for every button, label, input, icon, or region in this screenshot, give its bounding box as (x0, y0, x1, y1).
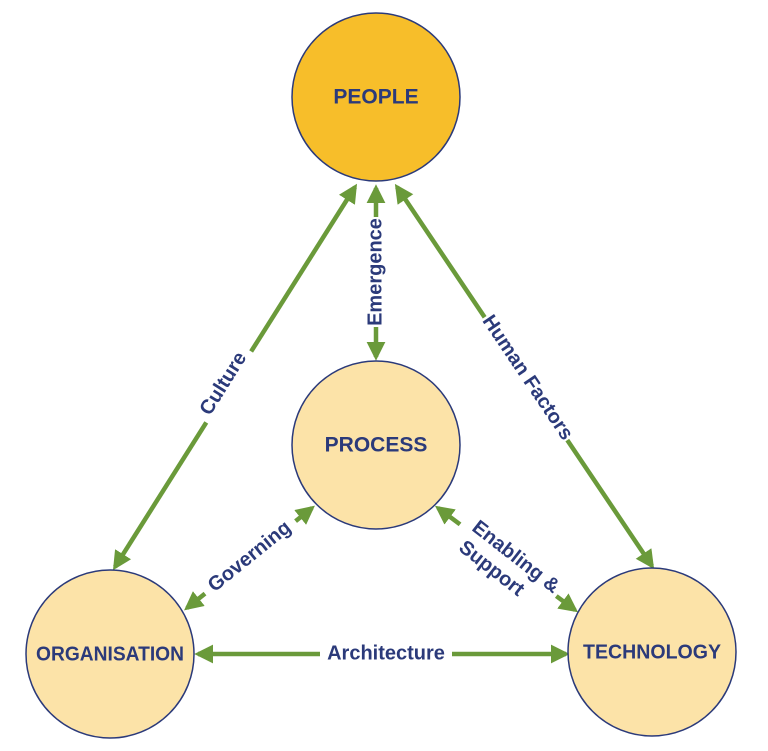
node-people-label: PEOPLE (333, 86, 418, 109)
label-knockouts (190, 217, 580, 668)
node-organisation: ORGANISATION (25, 569, 195, 739)
node-people: PEOPLE (291, 12, 461, 182)
node-organisation-label: ORGANISATION (36, 643, 184, 665)
governing-label: Governing (204, 516, 296, 596)
human-factors-label: Human Factors (478, 311, 578, 444)
node-process-label: PROCESS (325, 434, 428, 457)
emergence-label: Emergence (364, 218, 386, 326)
node-technology: TECHNOLOGY (567, 567, 737, 737)
node-technology-label: TECHNOLOGY (583, 641, 722, 663)
node-process: PROCESS (291, 360, 461, 530)
architecture-label: Architecture (327, 642, 445, 664)
